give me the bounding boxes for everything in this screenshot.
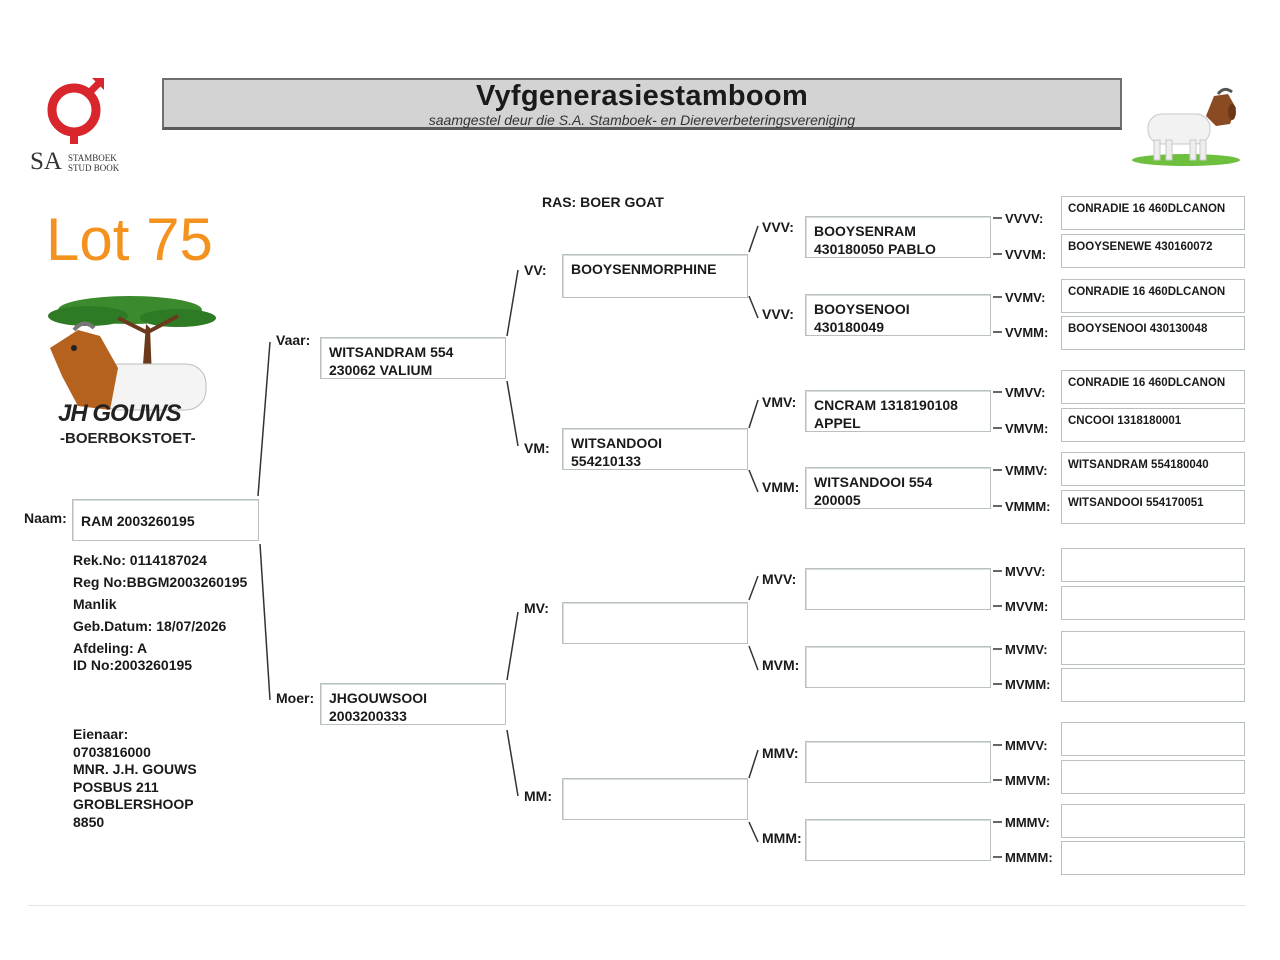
gen4-box-8: WITSANDOOI 554170051: [1061, 490, 1245, 524]
owner-line-3: MNR. J.H. GOUWS: [73, 761, 197, 777]
mmm-label: MMM:: [762, 830, 802, 846]
owner-line-1: Eienaar:: [73, 726, 129, 742]
bottom-divider: [28, 905, 1246, 906]
name-label: Naam:: [24, 510, 67, 526]
detail-birth-date: Geb.Datum: 18/07/2026: [73, 618, 227, 634]
detail-reg-no: Reg No:BBGM2003260195: [73, 574, 248, 590]
gen4-box-2: BOOYSENEWE 430160072: [1061, 234, 1245, 268]
gen4-box-5: CONRADIE 16 460DLCANON: [1061, 370, 1245, 404]
gen4-label-5: VMVV:: [1005, 385, 1046, 400]
mvv-box: [805, 568, 991, 610]
gen4-label-13: MMVV:: [1005, 738, 1048, 753]
title-banner: Vyfgenerasiestamboom saamgestel deur die…: [162, 78, 1122, 130]
animal-name-box: RAM 2003260195: [72, 499, 259, 541]
gen4-box-7: WITSANDRAM 554180040: [1061, 452, 1245, 486]
owner-line-2: 0703816000: [73, 743, 151, 760]
vvm-label: VVV:: [762, 306, 794, 322]
gen4-label-12: MVMM:: [1005, 677, 1051, 692]
vaar-label: Vaar:: [276, 332, 311, 348]
page-title: Vyfgenerasiestamboom: [475, 80, 809, 112]
vmv-label: VMV:: [762, 394, 797, 410]
vaar-box: WITSANDRAM 554 230062 VALIUM: [320, 337, 506, 379]
gen4-label-2: VVVM:: [1005, 247, 1047, 262]
gen4-box-16: [1061, 841, 1245, 875]
gen4-box-12: [1061, 668, 1245, 702]
gen4-box-1: CONRADIE 16 460DLCANON: [1061, 196, 1245, 230]
vv-label: VV:: [524, 262, 547, 278]
vm-label: VM:: [524, 440, 550, 456]
gen4-box-15: [1061, 804, 1245, 838]
gen4-box-10: [1061, 586, 1245, 620]
vvv-label: VVV:: [762, 219, 794, 235]
mv-box: [562, 602, 748, 644]
mmv-box: [805, 741, 991, 783]
vmv-box: CNCRAM 1318190108 APPEL: [805, 390, 991, 432]
moer-box: JHGOUWSOOI 2003200333: [320, 683, 506, 725]
gen4-label-4: VVMM:: [1005, 325, 1049, 340]
owner-line-4: POSBUS 211: [73, 778, 159, 795]
sa-stamboek-logo: SA STAMBOEK STUD BOOK: [28, 76, 138, 176]
moer-label: Moer:: [276, 690, 315, 706]
gen4-label-9: MVVV:: [1005, 564, 1046, 579]
mmm-box: [805, 819, 991, 861]
vv-box: BOOYSENMORPHINE: [562, 254, 748, 298]
vmm-label: VMM:: [762, 479, 800, 495]
gen4-box-3: CONRADIE 16 460DLCANON: [1061, 279, 1245, 313]
gen4-box-14: [1061, 760, 1245, 794]
logo-line-1: STAMBOEK: [68, 153, 117, 163]
page-subtitle: saamgestel deur die S.A. Stamboek- en Di…: [428, 112, 856, 128]
gen4-label-8: VMMM:: [1005, 499, 1051, 514]
owner-line-6: 8850: [73, 813, 105, 830]
gen4-label-3: VVMV:: [1005, 290, 1046, 305]
breeder-name: JH GOUWS: [58, 400, 182, 427]
breeder-logo: JH GOUWS -BOERBOKSTOET-: [38, 288, 220, 453]
sa-stamboek-symbol-icon: [47, 78, 104, 144]
gen4-label-10: MVVM:: [1005, 599, 1049, 614]
logo-line-2: STUD BOOK: [68, 163, 120, 173]
owner-line-5: GROBLERSHOOP: [73, 796, 194, 812]
mm-box: [562, 778, 748, 820]
gen4-label-1: VVVV:: [1005, 211, 1044, 226]
logo-stamboek-text: STAMBOEK STUD BOOK: [68, 153, 119, 173]
gen4-box-13: [1061, 722, 1245, 756]
tree-goat-icon: [48, 296, 216, 411]
detail-rek-no: Rek.No: 0114187024: [73, 552, 207, 568]
gen4-box-9: [1061, 548, 1245, 582]
detail-id-no: ID No:2003260195: [73, 657, 193, 673]
mvv-label: MVV:: [762, 571, 797, 587]
vmm-box: WITSANDOOI 554 200005: [805, 467, 991, 509]
logo-sa-text: SA: [30, 148, 62, 175]
mv-label: MV:: [524, 600, 549, 616]
gen4-label-16: MMMM:: [1005, 850, 1053, 865]
lot-number: Lot 75: [46, 206, 213, 273]
owner-block: Eienaar: 0703816000 MNR. J.H. GOUWS POSB…: [73, 726, 197, 831]
mvm-label: MVM:: [762, 657, 800, 673]
gen4-label-7: VMMV:: [1005, 463, 1048, 478]
mvm-box: [805, 646, 991, 688]
vm-box: WITSANDOOI 554210133: [562, 428, 748, 470]
vvm-box: BOOYSENOOI 430180049: [805, 294, 991, 336]
mmv-label: MMV:: [762, 745, 799, 761]
gen4-label-15: MMMV:: [1005, 815, 1050, 830]
gen4-box-11: [1061, 631, 1245, 665]
breed-label: RAS: BOER GOAT: [542, 194, 664, 210]
gen4-label-6: VMVM:: [1005, 421, 1049, 436]
goat-illustration: [1128, 86, 1248, 170]
detail-afdeling: Afdeling: A: [73, 640, 148, 656]
gen4-label-14: MMVM:: [1005, 773, 1051, 788]
gen4-box-4: BOOYSENOOI 430130048: [1061, 316, 1245, 350]
vvv-box: BOOYSENRAM 430180050 PABLO: [805, 216, 991, 258]
detail-sex: Manlik: [73, 596, 117, 612]
gen4-label-11: MVMV:: [1005, 642, 1048, 657]
gen4-box-6: CNCOOI 1318180001: [1061, 408, 1245, 442]
mm-label: MM:: [524, 788, 552, 804]
breeder-tagline: -BOERBOKSTOET-: [60, 430, 196, 447]
animal-details: Rek.No: 0114187024 Reg No:BBGM2003260195…: [73, 549, 247, 674]
